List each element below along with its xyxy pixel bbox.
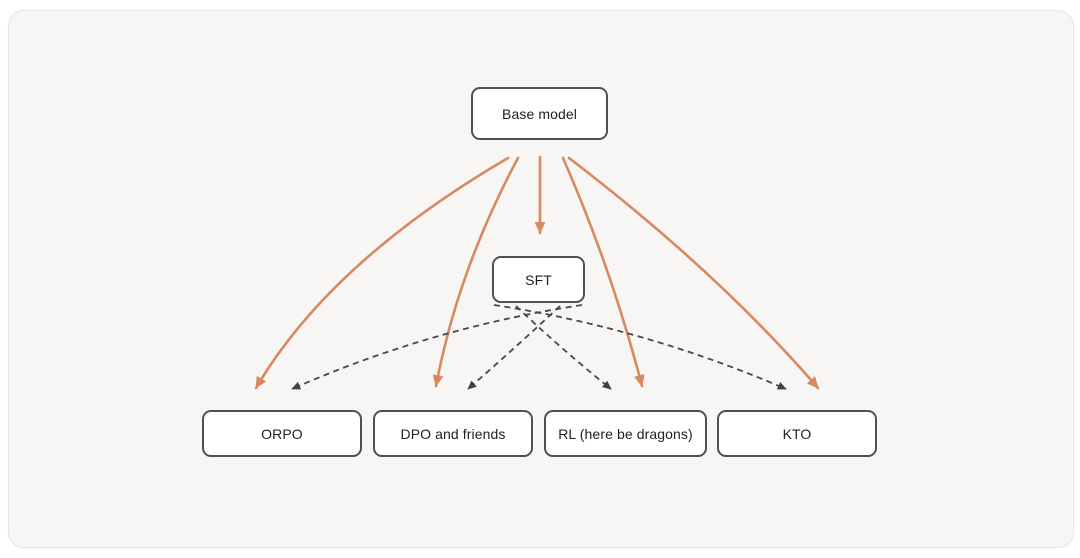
node-base-model: Base model (471, 87, 608, 140)
node-rl-here-be-dragons: RL (here be dragons) (544, 410, 707, 457)
node-dpo-and-friends: DPO and friends (373, 410, 533, 457)
node-kto-label: KTO (782, 425, 812, 442)
node-sft: SFT (492, 256, 585, 303)
node-kto: KTO (717, 410, 877, 457)
node-rl-here-be-dragons-label: RL (here be dragons) (558, 425, 693, 442)
node-orpo-label: ORPO (261, 425, 303, 442)
node-sft-label: SFT (525, 271, 552, 288)
node-dpo-and-friends-label: DPO and friends (400, 425, 506, 442)
node-base-model-label: Base model (502, 105, 577, 122)
node-orpo: ORPO (202, 410, 362, 457)
